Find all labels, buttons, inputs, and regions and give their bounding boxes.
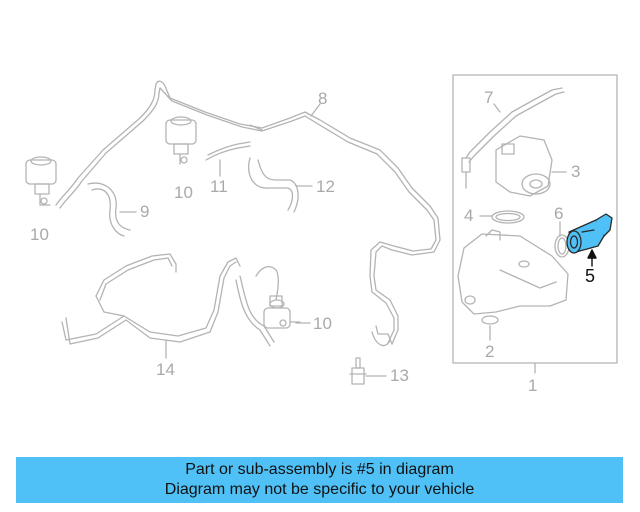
callout-5: 5	[585, 266, 596, 286]
line-end	[371, 325, 393, 347]
fitting-13	[349, 357, 367, 385]
callout-8: 8	[318, 89, 328, 108]
callout-9: 9	[140, 202, 150, 221]
parts-diagram	[25, 74, 618, 385]
part-5-highlight	[566, 213, 613, 254]
callout-7: 7	[484, 88, 494, 107]
vacuum-line-8	[55, 80, 441, 345]
actuator-3	[495, 135, 553, 197]
seal-6-inner	[557, 237, 567, 255]
banner-line-2: Diagram may not be specific to your vehi…	[164, 481, 475, 498]
banner-line-1: Part or sub-assembly is #5 in diagram	[185, 461, 454, 478]
callout-3: 3	[571, 162, 581, 181]
callout-12: 12	[316, 177, 335, 196]
callout-10-mid: 10	[174, 183, 193, 202]
assembly-box	[452, 74, 618, 364]
gasket-2	[481, 315, 499, 325]
sensor-10-mid	[165, 116, 197, 165]
callout-14: 14	[156, 360, 175, 379]
leader-5	[587, 249, 597, 267]
callout-1: 1	[528, 376, 538, 395]
hose-12	[247, 157, 299, 213]
info-banner: Part or sub-assembly is #5 in diagram Di…	[16, 457, 623, 503]
callout-11: 11	[210, 177, 228, 196]
callout-10-left: 10	[30, 225, 49, 244]
hose-11	[205, 141, 251, 161]
callout-10-right: 10	[313, 314, 332, 333]
callout-13: 13	[390, 366, 409, 385]
gasket-4-inner	[495, 212, 521, 222]
sensor-10-left	[25, 156, 57, 206]
callout-6: 6	[554, 204, 564, 223]
housing-1	[457, 229, 569, 315]
sensor-7	[461, 87, 565, 189]
leader-7	[493, 103, 501, 113]
sensor-10-right	[263, 295, 301, 329]
callout-4: 4	[464, 206, 474, 225]
line-14	[61, 253, 279, 347]
hose-9	[87, 182, 131, 237]
callout-2: 2	[485, 342, 495, 361]
gasket-4	[491, 210, 525, 224]
